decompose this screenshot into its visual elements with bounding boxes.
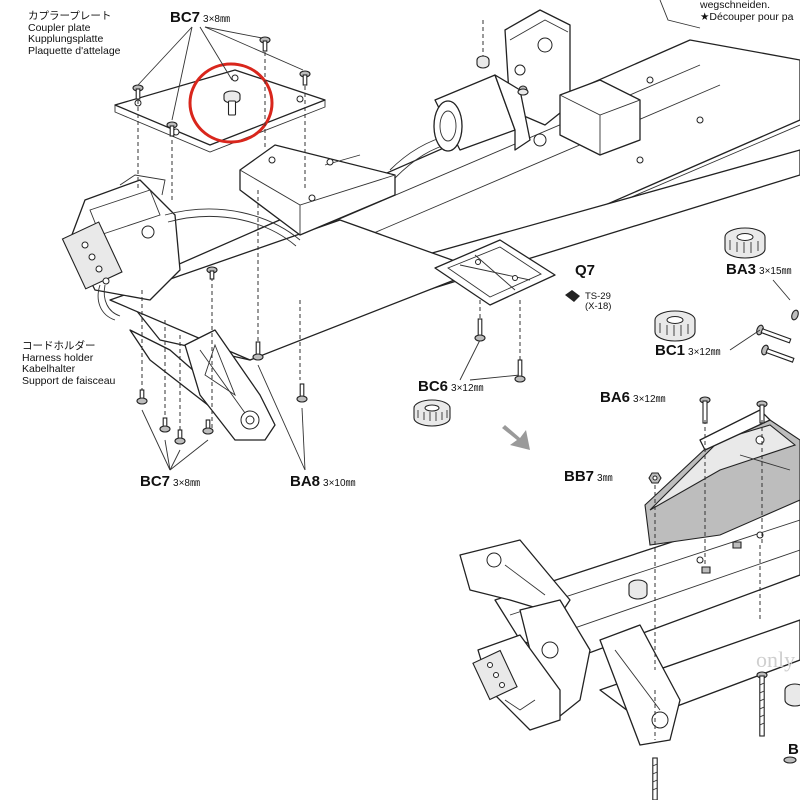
coupler-plate-label-jp: カプラープレート xyxy=(28,10,112,22)
q7-label: Q7 xyxy=(575,263,595,279)
bc7-top-size: 3×8㎜ xyxy=(203,14,230,25)
bc7-top-code: BC7 xyxy=(170,9,201,26)
guide-lines xyxy=(137,20,524,440)
ba3-code: BA3 xyxy=(726,261,757,278)
ba8-code: BA8 xyxy=(290,473,321,490)
harness-holder-label-de: Kabelhalter xyxy=(22,363,76,375)
highlighted-screw xyxy=(223,90,241,116)
coupler-mount-block xyxy=(239,144,396,236)
long-screws-bottom xyxy=(652,671,768,800)
harness-holder-label: コードホルダー Harness holder Kabelhalter Suppo… xyxy=(22,340,116,387)
bc1-code: BC1 xyxy=(655,342,686,359)
lower-right-screws xyxy=(628,396,768,600)
arrow xyxy=(502,425,530,450)
ba6-size: 3×12㎜ xyxy=(633,394,666,405)
coupler-plate-label-en: Coupler plate xyxy=(28,21,91,34)
ba8-size: 3×10㎜ xyxy=(323,478,356,489)
bc7-bottom-size: 3×8㎜ xyxy=(173,478,200,489)
q7-screws xyxy=(474,318,526,383)
ts29-clip xyxy=(565,290,580,302)
edge-b-code: B xyxy=(788,741,799,758)
top-note: wegschneiden. ★Découper pour pa xyxy=(700,0,793,23)
bc6-size: 3×12㎜ xyxy=(451,383,484,394)
bc1-size: 3×12㎜ xyxy=(688,347,721,358)
lower-guide-lines xyxy=(654,420,763,740)
bottom-screws-left xyxy=(136,266,308,445)
ba6-code: BA6 xyxy=(600,389,631,406)
motor-screws xyxy=(476,55,529,96)
harness-holder-label-en: Harness holder xyxy=(22,351,94,364)
harness-holder-label-jp: コードホルダー xyxy=(22,340,96,352)
lower-front-bumper xyxy=(459,539,681,746)
bc6-code: BC6 xyxy=(418,378,449,395)
bc1-spacer xyxy=(654,310,696,342)
edge-b-label: B xyxy=(788,742,799,758)
bb7-code: BB7 xyxy=(564,468,595,485)
bc6-spacer xyxy=(413,399,451,427)
ts29-sub: (X-18) xyxy=(585,300,612,312)
lower-harness-holder xyxy=(472,634,561,731)
ba3-size: 3×15㎜ xyxy=(759,266,792,277)
ts29-label: TS-29 (X-18) xyxy=(585,292,611,312)
ba3-spacer xyxy=(724,227,766,259)
watermark: only xyxy=(756,647,796,672)
harness-holder-part xyxy=(61,174,181,321)
highlight-circle xyxy=(188,62,274,144)
right-edge-parts xyxy=(783,683,800,764)
horizontal-screws xyxy=(729,279,799,363)
motor-gearbox xyxy=(433,9,571,152)
coupler-plate-label: カプラープレート Coupler plate Kupplungsplatte P… xyxy=(28,10,121,57)
bb7-size: 3㎜ xyxy=(597,473,613,484)
coupler-plate-label-fr: Plaquette d'attelage xyxy=(28,44,121,57)
coupler-screws xyxy=(132,36,311,137)
top-note-line-1: wegschneiden. xyxy=(700,0,771,11)
coupler-plate-label-de: Kupplungsplatte xyxy=(28,33,104,45)
harness-holder-label-fr: Support de faisceau xyxy=(22,374,116,387)
bc7-bottom-code: BC7 xyxy=(140,473,171,490)
lower-coupler-mount xyxy=(644,409,800,546)
q7-code: Q7 xyxy=(575,262,596,279)
top-right-corner-part xyxy=(659,0,701,29)
q7-plate xyxy=(434,239,556,306)
front-bumper-bracket xyxy=(184,329,276,441)
ts29-code: TS-29 xyxy=(585,291,611,302)
top-note-line-2: ★Découper pour pa xyxy=(700,10,794,23)
leader-lines xyxy=(137,26,576,471)
rear-crossmember xyxy=(559,79,641,156)
